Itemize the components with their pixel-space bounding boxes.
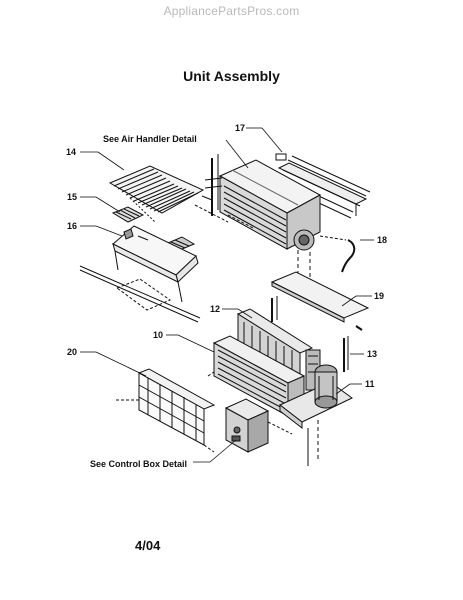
part-label-13: 13 — [367, 349, 377, 359]
part-18-drain-tube — [319, 235, 356, 273]
part-16-front-panel — [79, 225, 201, 323]
part-label-10: 10 — [153, 330, 163, 340]
part-label-14: 14 — [66, 147, 76, 157]
part-label-20: 20 — [67, 347, 77, 357]
part-11-compressor — [279, 364, 353, 466]
part-19-divider — [270, 271, 370, 331]
callout-air-handler-detail: See Air Handler Detail — [103, 134, 197, 144]
leader-lines — [80, 127, 374, 463]
part-label-17: 17 — [235, 123, 245, 133]
part-label-15: 15 — [67, 192, 77, 202]
part-14-grille — [108, 165, 205, 223]
revision-date: 4/04 — [135, 538, 161, 553]
callout-control-box-detail: See Control Box Detail — [90, 459, 187, 469]
part-label-12: 12 — [210, 304, 220, 314]
part-label-16: 16 — [67, 221, 77, 231]
diagram-title: Unit Assembly — [183, 68, 280, 84]
control-box — [224, 398, 293, 453]
part-20-outdoor-grille — [116, 368, 216, 453]
air-handler-assembly — [194, 153, 322, 286]
part-label-11: 11 — [365, 379, 375, 389]
part-label-18: 18 — [377, 235, 387, 245]
watermark: AppliancePartsPros.com — [163, 4, 300, 18]
part-label-19: 19 — [374, 291, 384, 301]
